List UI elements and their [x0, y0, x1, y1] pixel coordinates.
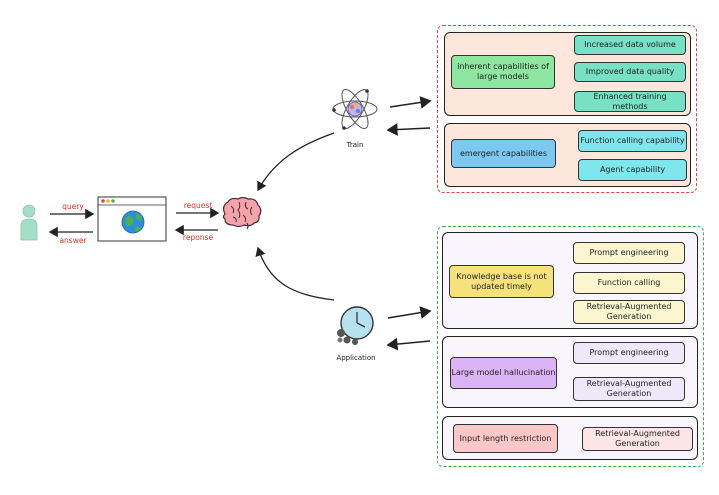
train-panel — [437, 25, 697, 193]
panel-to-application-arrow — [386, 337, 431, 351]
inherent-capabilities-box: inherent capabilities of large models — [451, 55, 555, 89]
answer-label: answer — [59, 236, 87, 245]
clock-icon — [332, 303, 378, 347]
response-label: reponse — [182, 233, 214, 242]
panel-to-train-arrow — [386, 123, 431, 136]
rag-box-1: Retrieval-Augmented Generation — [573, 300, 685, 324]
request-label: request — [183, 201, 213, 210]
train-to-brain-arrow — [257, 132, 335, 192]
knowledge-base-box: Knowledge base is not updated timely — [449, 265, 554, 298]
emergent-capabilities-box: emergent capabilities — [451, 139, 556, 168]
enhanced-training-methods-box: Enhanced training methods — [574, 91, 686, 112]
function-calling-box: Function calling — [573, 272, 685, 294]
brain-icon — [219, 196, 263, 230]
rag-box-2: Retrieval-Augmented Generation — [573, 377, 685, 401]
prompt-engineering-box-1: Prompt engineering — [573, 242, 685, 264]
large-model-hallucination-box: Large model hallucination — [450, 357, 557, 389]
agent-capability-box: Agent capability — [578, 159, 687, 181]
input-length-restriction-box: Input length restriction — [453, 424, 558, 453]
prompt-engineering-box-2: Prompt engineering — [573, 342, 685, 364]
train-label: Train — [346, 141, 364, 149]
application-label: Application — [336, 354, 376, 362]
application-panel — [437, 226, 704, 467]
increased-data-volume-box: Increased data volume — [574, 35, 686, 55]
application-to-panel-arrow — [387, 306, 432, 319]
browser-globe-icon — [97, 196, 167, 242]
atom-icon — [330, 84, 380, 136]
query-label: query — [62, 202, 84, 211]
improved-data-quality-box: Improved data quality — [574, 62, 686, 82]
rag-box-3: Retrieval-Augmented Generation — [582, 427, 693, 451]
application-to-brain-arrow — [255, 246, 335, 301]
function-calling-capability-box: Function calling capability — [578, 130, 687, 152]
user-icon — [18, 204, 40, 242]
train-to-panel-arrow — [389, 96, 432, 109]
